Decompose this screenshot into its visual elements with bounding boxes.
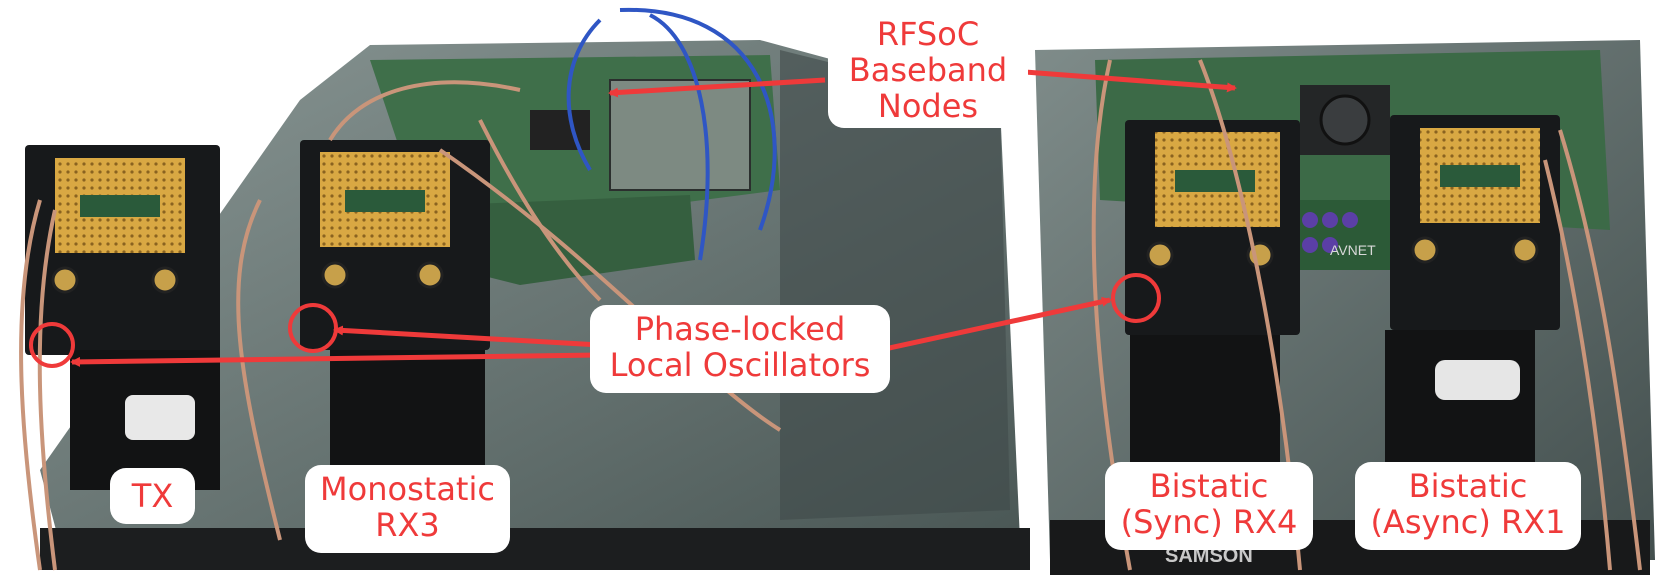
bistatic-sync-rx4-label: Bistatic (Sync) RX4	[1105, 462, 1313, 550]
samson-logo: SAMSON	[1165, 545, 1253, 567]
bistatic-sync-rx4-board	[1125, 120, 1300, 495]
avnet-logo: AVNET	[1330, 242, 1376, 258]
rx4-lo-circle	[1111, 273, 1161, 323]
tx-lo-circle	[29, 322, 75, 368]
rfsoc-baseband-nodes-label: RFSoC Baseband Nodes	[828, 10, 1028, 128]
bistatic-async-rx1-label: Bistatic (Async) RX1	[1355, 462, 1581, 550]
monostatic-rx3-label: Monostatic RX3	[305, 465, 510, 553]
tx-board	[25, 145, 220, 490]
bistatic-async-rx1-board	[1385, 115, 1560, 495]
annotation-arrows	[70, 69, 1237, 367]
tx-label: TX	[110, 468, 195, 524]
phase-locked-lo-label: Phase-locked Local Oscillators	[590, 305, 890, 393]
